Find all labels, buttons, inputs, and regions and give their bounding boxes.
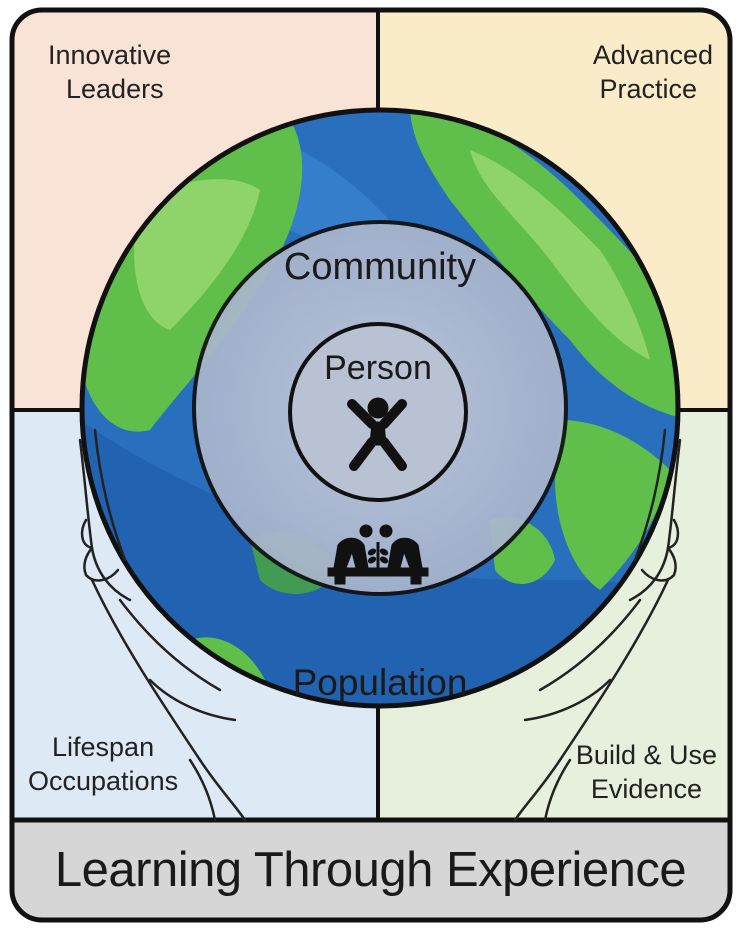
person-label: Person [324, 349, 432, 387]
left-hand-icon [78, 428, 247, 822]
person-star-icon [347, 397, 407, 471]
label-bottom-right: Build & Use Evidence [576, 738, 717, 806]
label-top-right: Advanced Practice [593, 38, 713, 106]
label-bottom-left-line2: Occupations [28, 766, 179, 796]
label-top-left: Innovative Leaders [48, 38, 171, 106]
footer-title: Learning Through Experience [54, 843, 687, 897]
label-top-left-line2: Leaders [66, 74, 164, 104]
community-label: Community [283, 246, 477, 288]
label-bottom-left: Lifespan Occupations [28, 730, 178, 798]
footer-band [12, 820, 730, 920]
population-label: Population [292, 662, 468, 703]
outer-frame [9, 7, 733, 923]
two-people-gardening-icon [327, 524, 429, 585]
label-top-right-line1: Advanced [592, 40, 713, 70]
label-top-right-line2: Practice [599, 74, 697, 104]
label-bottom-right-line2: Evidence [590, 774, 702, 804]
right-hand-icon [513, 428, 682, 822]
label-bottom-left-line1: Lifespan [52, 732, 155, 762]
label-top-left-line1: Innovative [48, 40, 172, 70]
label-bottom-right-line1: Build & Use [575, 740, 717, 770]
